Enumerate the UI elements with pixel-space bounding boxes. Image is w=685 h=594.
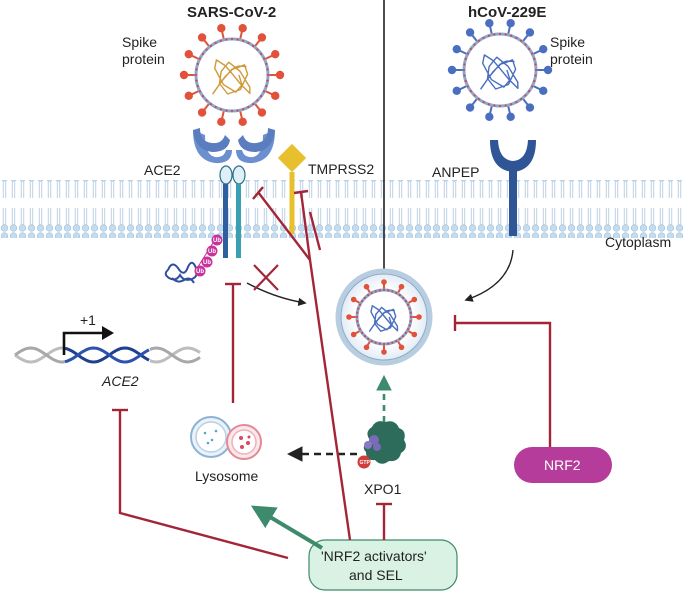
ub-label-1: Ub <box>213 238 221 244</box>
activators-to-lysosome-arrow <box>250 505 324 550</box>
activators-label-2: and SEL <box>349 567 403 583</box>
activators-label-1: 'NRF2 activators' <box>321 548 427 564</box>
sars-cov-2-virus-icon <box>179 24 285 126</box>
gtp-label: GTP <box>360 460 371 466</box>
lysosome-icon <box>190 416 262 460</box>
spike-protein-label-right-1: Spike <box>550 34 585 50</box>
title-hcov-229e: hCoV-229E <box>468 4 546 21</box>
inhibition-lines <box>112 186 552 560</box>
dna-icon <box>14 346 201 364</box>
nrf2-badge: NRF2 <box>514 447 612 483</box>
blocked-cross-icon <box>253 264 279 291</box>
nrf2-activators-box: 'NRF2 activators' and SEL <box>308 539 458 591</box>
cell-membrane <box>0 180 685 238</box>
ace2-receptor-icon <box>193 128 275 258</box>
spike-protein-label-left-1: Spike <box>122 34 157 50</box>
xpo1-protein-icon: GTP <box>357 421 406 469</box>
ub-label-2: Ub <box>208 249 216 255</box>
anpep-receptor-icon <box>490 140 536 236</box>
cytoplasm-label: Cytoplasm <box>605 234 671 250</box>
transcription-start-icon <box>62 326 114 355</box>
xpo1-label: XPO1 <box>364 481 402 497</box>
nrf2-label: NRF2 <box>544 457 581 473</box>
entry-arrow-hcov <box>464 249 514 302</box>
ace2-gene-label: ACE2 <box>101 373 139 389</box>
entry-arrow-sars <box>246 282 307 307</box>
spike-protein-label-right-2: protein <box>550 51 593 67</box>
title-sars-cov-2: SARS-CoV-2 <box>187 4 276 21</box>
endosomal-virus-icon <box>346 279 422 355</box>
ub-label-4: Ub <box>196 269 204 275</box>
ub-label-3: Ub <box>203 260 211 266</box>
spike-protein-label-left-2: protein <box>122 51 165 67</box>
ubiquitinated-protein-icon: Ub Ub Ub Ub <box>164 234 223 284</box>
tss-label: +1 <box>80 312 96 328</box>
lysosome-label: Lysosome <box>195 468 259 484</box>
hcov-229e-virus-icon <box>447 19 553 121</box>
ace2-label: ACE2 <box>144 162 181 178</box>
anpep-label: ANPEP <box>432 164 479 180</box>
tmprss2-label: TMPRSS2 <box>308 161 374 177</box>
